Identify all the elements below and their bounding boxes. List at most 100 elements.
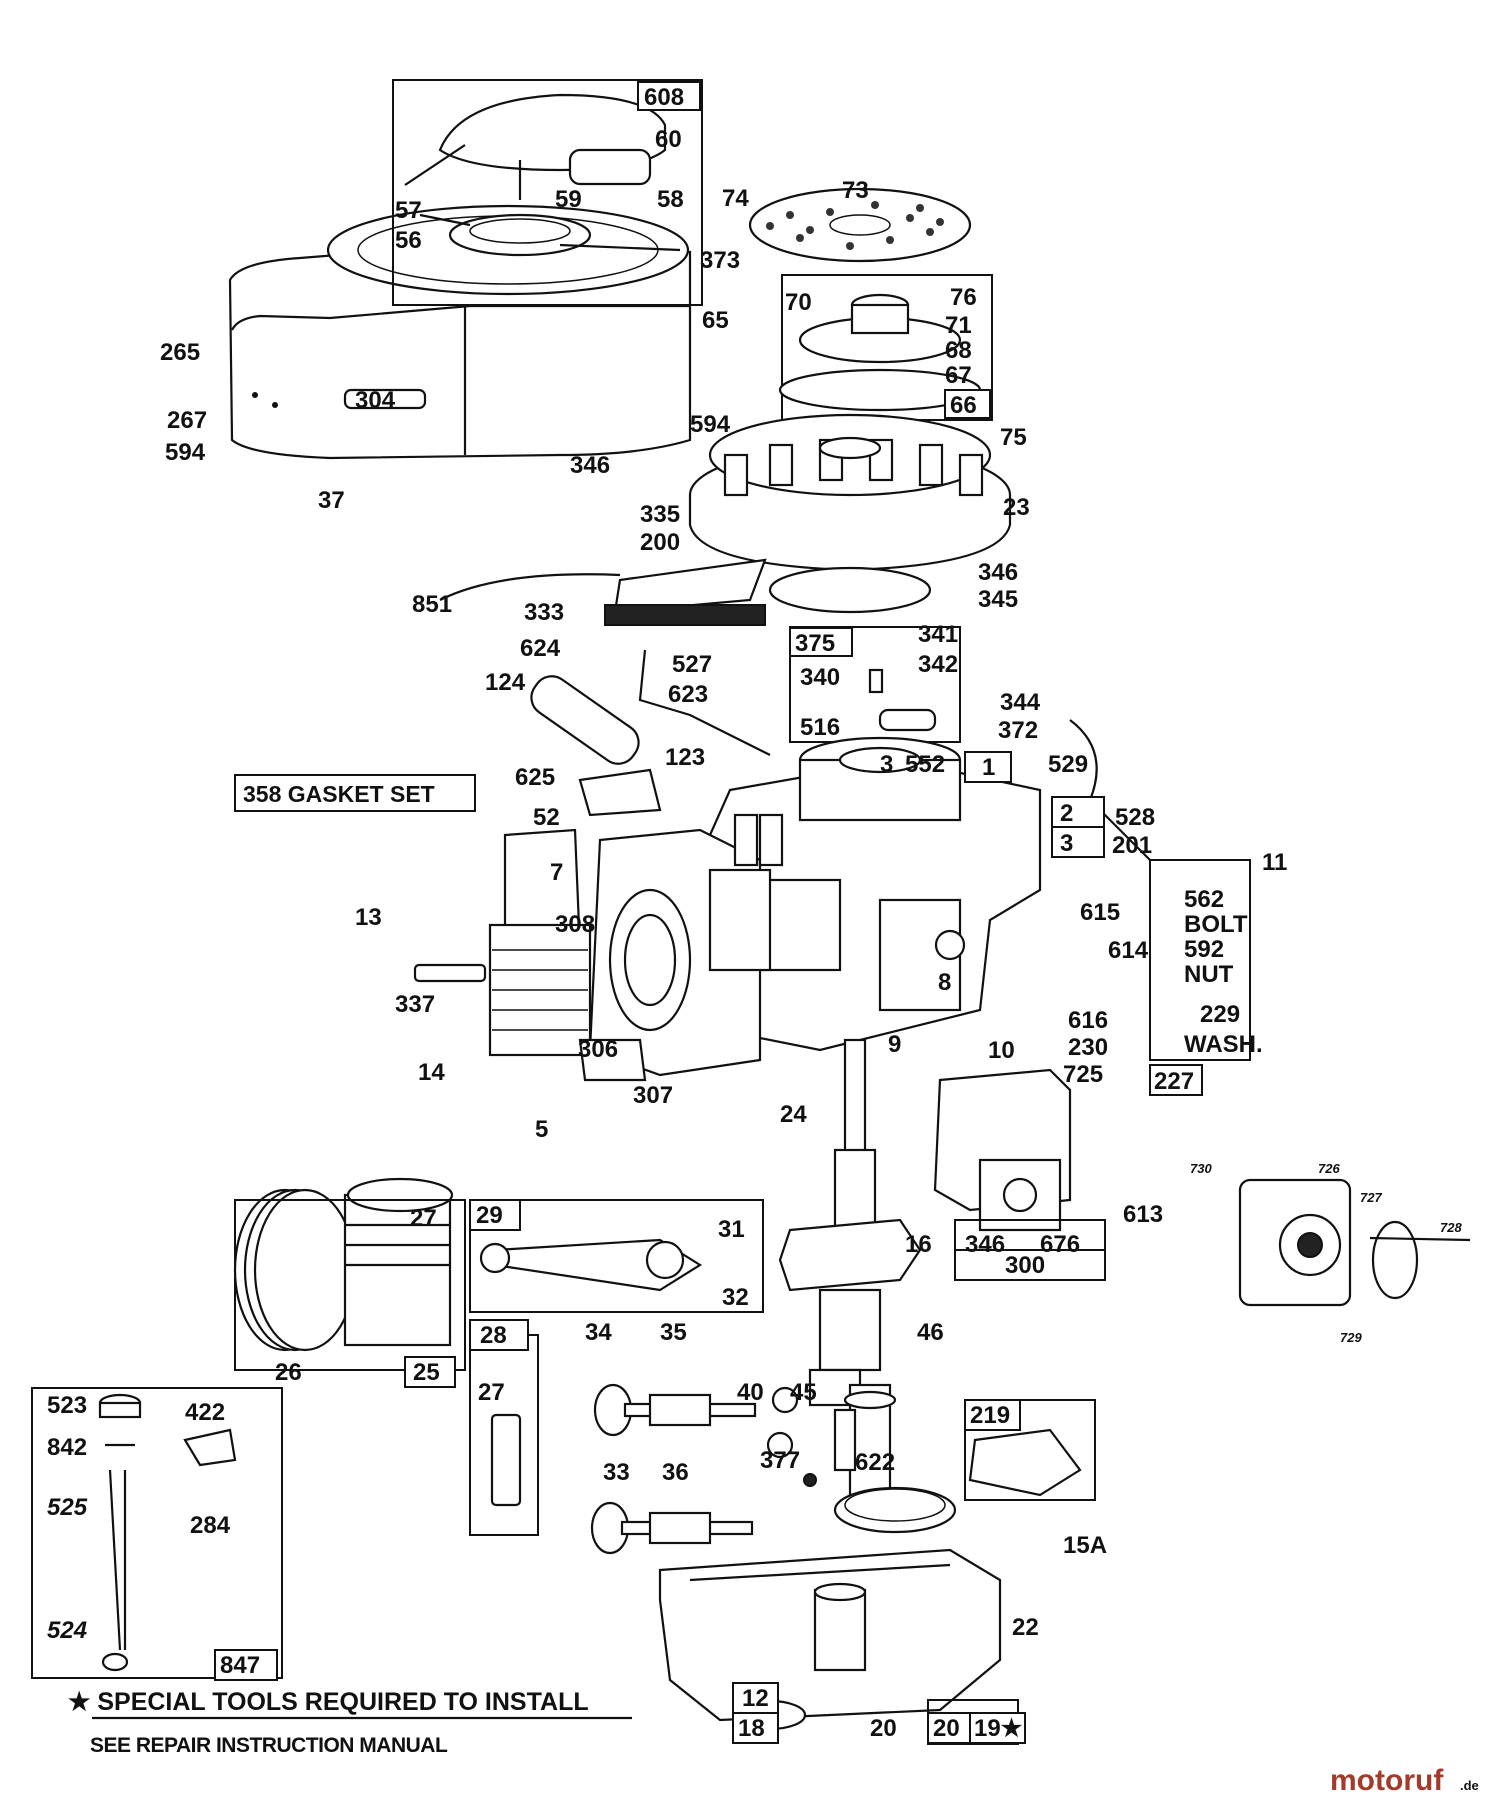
watermark-brand: motoruf	[1330, 1764, 1444, 1797]
piston-frame	[234, 1199, 466, 1371]
callout-524: 524	[47, 1617, 87, 1644]
callout-71: 71	[945, 312, 972, 339]
callout-15a: 15A	[1063, 1532, 1107, 1559]
kit-20: 20	[933, 1715, 960, 1742]
callout-615: 615	[1080, 899, 1120, 926]
muffler-screw-594	[343, 388, 427, 410]
kit-19: 19★	[974, 1715, 1023, 1742]
piston-rings-26	[233, 1188, 357, 1352]
callout-624: 624	[520, 635, 561, 662]
flywheel-key-plate-345	[768, 566, 932, 614]
callout-346-b: 346	[978, 559, 1018, 586]
callout-304: 304	[355, 387, 396, 414]
callout-527: 527	[672, 651, 712, 678]
blower-housing-304	[228, 204, 692, 460]
callout-230: 230	[1068, 1034, 1108, 1061]
callout-57: 57	[395, 197, 422, 224]
spark-plug-337	[413, 963, 487, 983]
kit-219: 219	[970, 1402, 1010, 1429]
callout-68: 68	[945, 337, 972, 364]
governor-219	[964, 1399, 1096, 1501]
callout-842: 842	[47, 1434, 87, 1461]
callout-308: 308	[555, 911, 595, 938]
callout-341: 341	[918, 621, 958, 648]
callout-562: 562	[1184, 886, 1224, 913]
callout-24: 24	[780, 1101, 807, 1128]
intake-elbow-625	[530, 675, 662, 817]
head-gasket-306	[578, 1038, 647, 1082]
tappets-40	[766, 1386, 817, 1487]
callout-265: 265	[160, 339, 200, 366]
kit-66: 66	[950, 392, 977, 419]
callout-592-nut: NUT	[1184, 961, 1234, 988]
callout-335: 335	[640, 501, 680, 528]
callout-594-left: 594	[165, 439, 206, 466]
kit-227: 227	[1154, 1068, 1194, 1095]
callout-23: 23	[1003, 494, 1030, 521]
callout-516: 516	[800, 714, 840, 741]
kit-12: 12	[742, 1685, 769, 1712]
dipstick-847	[31, 1387, 283, 1679]
callout-13: 13	[355, 904, 382, 931]
muffler-725	[933, 1068, 1072, 1232]
kit-28: 28	[480, 1322, 507, 1349]
callout-229: 229	[1200, 1001, 1240, 1028]
callout-726: 726	[1318, 1161, 1340, 1176]
callout-37: 37	[318, 487, 345, 514]
callout-200: 200	[640, 529, 680, 556]
kit-300: 300	[1005, 1252, 1045, 1279]
callout-70: 70	[785, 289, 812, 316]
callout-36: 36	[662, 1459, 689, 1486]
callout-229-wash: WASH.	[1184, 1031, 1263, 1058]
callout-7: 7	[550, 859, 563, 886]
cylinder-head-7	[588, 813, 784, 1077]
gasket-set-label: 358 GASKET SET	[243, 781, 435, 807]
callout-727: 727	[1360, 1190, 1382, 1205]
callout-346-c: 346	[965, 1231, 1005, 1258]
kit-box-608	[392, 79, 703, 306]
callout-728: 728	[1440, 1220, 1462, 1235]
callout-201: 201	[1112, 832, 1152, 859]
kit-1: 1	[982, 754, 995, 781]
callout-613: 613	[1123, 1201, 1163, 1228]
callout-73: 73	[842, 177, 869, 204]
kit-2: 2	[1060, 800, 1073, 827]
camshaft-46	[833, 1383, 897, 1497]
callout-60: 60	[655, 126, 682, 153]
callout-377: 377	[760, 1447, 800, 1474]
kit-847: 847	[220, 1652, 260, 1679]
valve-33	[593, 1383, 757, 1437]
callout-594-right: 594	[690, 411, 731, 438]
callout-337: 337	[395, 991, 435, 1018]
special-tools-note: ★ SPECIAL TOOLS REQUIRED TO INSTALL	[68, 1688, 589, 1716]
callout-124: 124	[485, 669, 526, 696]
kit-608: 608	[644, 84, 684, 111]
watermark-tld: .de	[1460, 1778, 1479, 1793]
callout-52: 52	[533, 804, 560, 831]
kit-375: 375	[795, 630, 835, 657]
callout-346-a: 346	[570, 452, 610, 479]
callout-45: 45	[790, 1379, 817, 1406]
kit-box-847-frame	[31, 1387, 283, 1679]
armature-333	[439, 558, 767, 626]
callout-729: 729	[1340, 1330, 1362, 1345]
piston-25	[343, 1177, 454, 1347]
clutch-assembly-66	[778, 274, 993, 421]
kit-box-219-frame	[964, 1399, 1096, 1501]
callout-562-bolt: BOLT	[1184, 911, 1248, 938]
callout-676: 676	[1040, 1231, 1080, 1258]
flywheel-23	[688, 413, 1012, 572]
callout-40: 40	[737, 1379, 764, 1406]
callout-numbers: 60 58 59 57 56 74 73 373 65 70 76 71 68 …	[47, 126, 1462, 1742]
cam-gear-622	[833, 1486, 957, 1534]
callout-625: 625	[515, 764, 555, 791]
callout-373: 373	[700, 247, 740, 274]
callout-622: 622	[855, 1449, 895, 1476]
callout-340: 340	[800, 664, 840, 691]
callout-344: 344	[1000, 689, 1041, 716]
callout-20: 20	[870, 1715, 897, 1742]
rotating-screen-73	[748, 187, 972, 263]
callout-8: 8	[938, 969, 951, 996]
callout-422: 422	[185, 1399, 225, 1426]
